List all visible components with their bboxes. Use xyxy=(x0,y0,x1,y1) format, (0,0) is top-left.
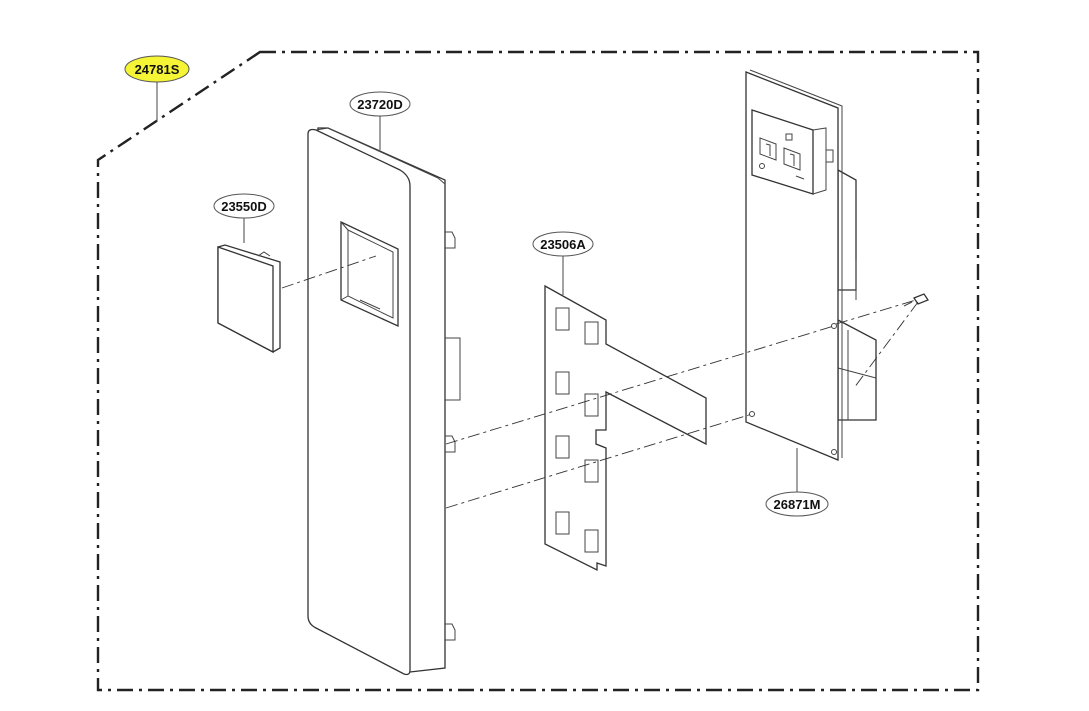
pcb-assembly-part xyxy=(745,69,877,461)
button-cap-part xyxy=(217,244,281,354)
callout-pcb-assembly-label: 26871M xyxy=(774,497,821,512)
assembly-boundary-frame xyxy=(96,50,980,692)
callout-button-cap-label: 23550D xyxy=(221,199,267,214)
callout-pcb-assembly: 26871M xyxy=(765,491,829,517)
callout-spacer-sheet-label: 23506A xyxy=(540,237,586,252)
spacer-sheet-part xyxy=(544,284,707,572)
assembly-projection-lines xyxy=(281,255,919,509)
callout-front-panel-label: 23720D xyxy=(357,97,403,112)
callout-assembly-label: 24781S xyxy=(135,62,180,77)
front-panel-part xyxy=(307,127,461,676)
callout-button-cap: 23550D xyxy=(213,193,275,219)
callout-assembly: 24781S xyxy=(124,55,190,83)
callout-spacer-sheet: 23506A xyxy=(532,231,594,257)
screw-part xyxy=(903,293,929,307)
callout-front-panel: 23720D xyxy=(349,91,411,117)
